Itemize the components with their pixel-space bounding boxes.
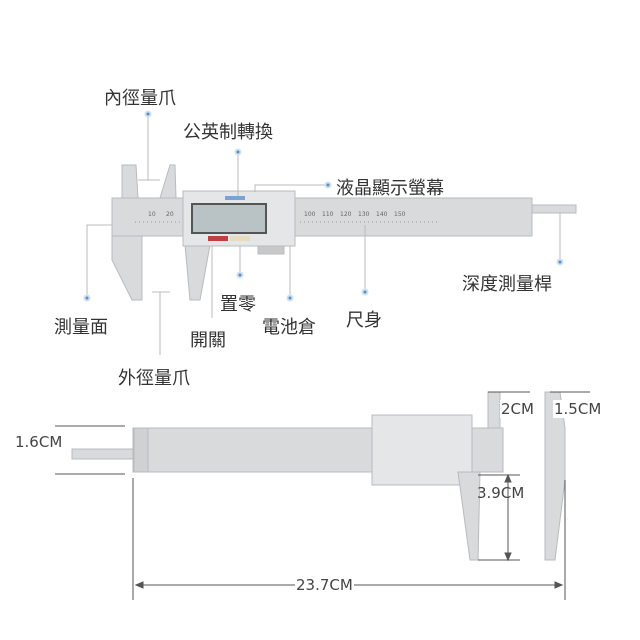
tick-label: 110 (322, 211, 334, 218)
label-lcd: 液晶顯示螢幕 (336, 178, 444, 199)
dimension-lines (55, 391, 590, 600)
jaw-left-side (487, 391, 501, 429)
tick-label: 100 (304, 211, 316, 218)
label-zero: 置零 (220, 294, 256, 315)
ruler-beam (111, 197, 533, 237)
leader-lines (86, 114, 561, 355)
slider-side (371, 414, 473, 486)
fixed-outer-jaw (111, 235, 143, 301)
tick-label: 20 (166, 211, 174, 218)
tick-label: 140 (376, 211, 388, 218)
fixed-inner-jaw (121, 164, 139, 199)
dim-inner-jaw-tip: 1.5CM (553, 400, 603, 418)
zero-button (208, 236, 228, 241)
power-button (230, 236, 250, 241)
dim-inner-jaw: 2CM (500, 400, 535, 418)
label-battery: 電池倉 (262, 317, 316, 338)
label-ruler-body: 尺身 (346, 310, 382, 331)
label-depth-rod: 深度測量桿 (462, 274, 552, 295)
label-measuring-face: 測量面 (54, 317, 108, 338)
unit-button (225, 196, 245, 200)
label-outer-jaw: 外徑量爪 (118, 368, 190, 389)
depth-rod-side (71, 448, 135, 460)
tick-label: 10 (148, 211, 156, 218)
callout-dots (83, 110, 564, 302)
dim-depth-rod: 1.6CM (14, 433, 64, 451)
moving-inner-jaw (159, 164, 177, 199)
scale-tick-labels: 10 20 100 110 120 130 140 150 (148, 211, 406, 218)
label-unit-switch: 公英制轉換 (183, 122, 273, 143)
tick-label: 150 (394, 211, 406, 218)
tick-label: 130 (358, 211, 370, 218)
label-inner-jaw: 內徑量爪 (104, 88, 176, 109)
lcd-screen (191, 203, 267, 234)
tick-label: 120 (340, 211, 352, 218)
label-power: 開關 (190, 330, 226, 351)
dim-total-length: 23.7CM (295, 576, 354, 594)
dim-outer-jaw: 3.9CM (477, 484, 525, 502)
depth-rod (527, 204, 577, 214)
moving-outer-jaw (184, 244, 211, 301)
top-caliper (111, 164, 577, 301)
bottom-caliper (71, 391, 566, 561)
thumb-wheel (257, 245, 285, 255)
